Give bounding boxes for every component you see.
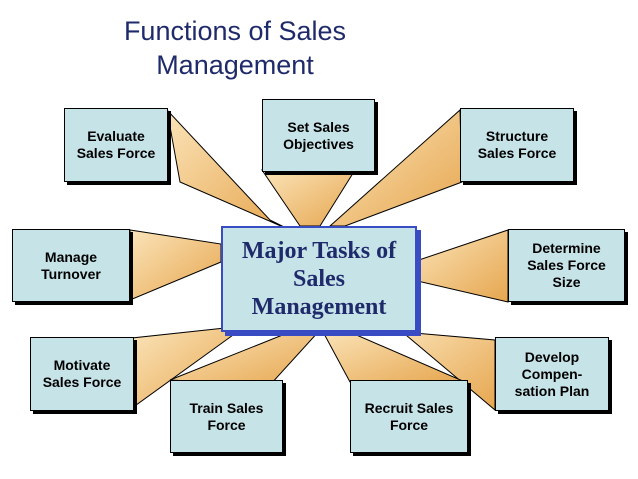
ray-size: [412, 229, 509, 303]
task-set-objectives: Set Sales Objectives: [262, 99, 375, 172]
major-tasks-box: Major Tasks of Sales Management: [221, 226, 417, 332]
task-train: Train Sales Force: [170, 380, 283, 453]
task-evaluate: Evaluate Sales Force: [64, 108, 168, 182]
task-turnover: Manage Turnover: [12, 229, 130, 302]
task-motivate: Motivate Sales Force: [30, 337, 134, 411]
diagram-title: Functions of Sales Management: [123, 16, 347, 80]
task-compensation: Develop Compen- sation Plan: [495, 337, 609, 411]
task-size: Determine Sales Force Size: [508, 229, 625, 302]
ray-turnover: [129, 229, 222, 301]
task-recruit: Recruit Sales Force: [350, 380, 468, 453]
task-structure: Structure Sales Force: [460, 108, 574, 182]
